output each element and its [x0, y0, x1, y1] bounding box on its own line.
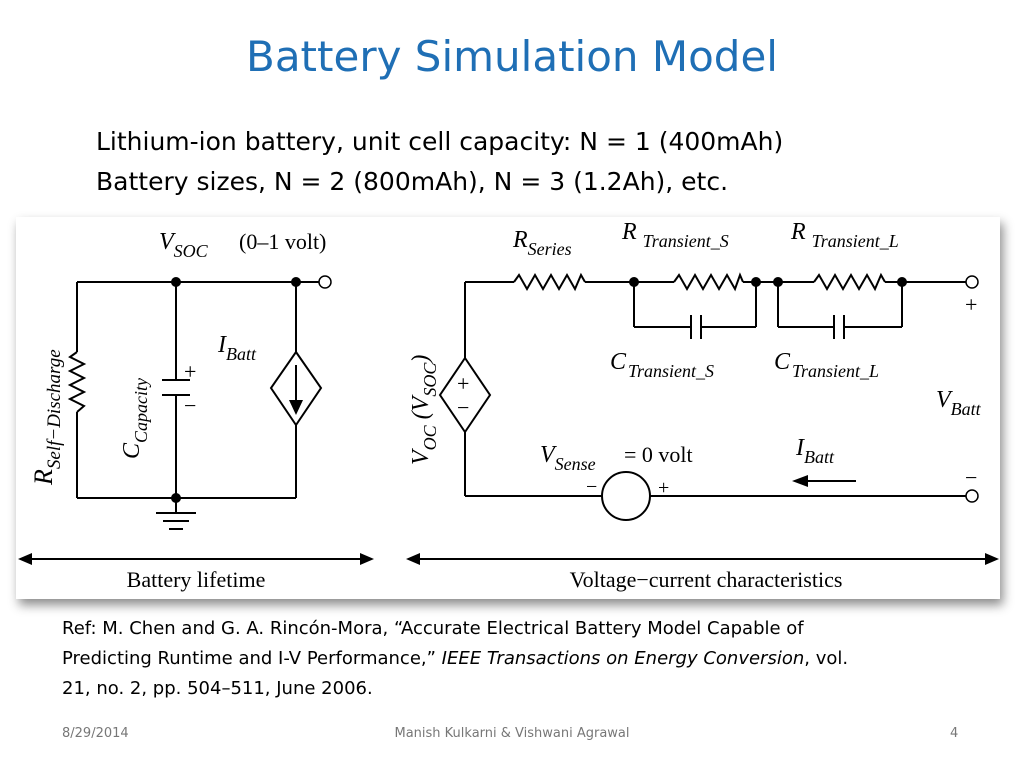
ibatt-label: IBatt	[795, 435, 835, 467]
voc-voltage-source	[438, 356, 492, 434]
lifetime-arrow-right	[360, 553, 374, 565]
voc-minus: −	[457, 395, 469, 420]
junction-dot	[171, 277, 181, 287]
transient-s-capacitor	[690, 315, 702, 339]
ibatt-arrowhead	[792, 475, 808, 487]
junction-dot	[773, 277, 783, 287]
junction-dot	[629, 277, 639, 287]
junction-dot	[171, 493, 181, 503]
vsense-plus: +	[658, 477, 669, 499]
capacity-capacitor	[162, 379, 190, 396]
series-resistor-label: RSeries	[512, 227, 572, 259]
reference-line-2: Predicting Runtime and I-V Performance,”…	[62, 644, 982, 674]
vsense-minus: −	[586, 476, 597, 498]
series-resistor	[513, 272, 586, 292]
circuit-diagram: VSOC (0–1 volt) RSelf−Discharge CCapacit…	[18, 219, 999, 592]
terminal-plus: +	[965, 292, 977, 317]
left-circuit-wires	[76, 281, 319, 513]
footer-authors: Manish Kulkarni & Vishwani Agrawal	[394, 726, 630, 741]
self-discharge-resistor	[67, 351, 87, 413]
reference-line-2-start: Predicting Runtime and I-V Performance,”	[62, 648, 442, 669]
vsoc-label: VSOC	[159, 229, 209, 261]
vsense-source	[601, 471, 651, 521]
junction-dot	[897, 277, 907, 287]
capacitor-plus: +	[184, 359, 196, 384]
vbatt-label: VBatt	[936, 387, 982, 419]
vi-characteristics-caption: Voltage−current characteristics	[570, 567, 843, 592]
intro-text: Lithium-ion battery, unit cell capacity:…	[96, 122, 783, 202]
intro-line-2: Battery sizes, N = 2 (800mAh), N = 3 (1.…	[96, 167, 729, 196]
transient-l-capacitor	[833, 315, 845, 339]
battery-lifetime-caption: Battery lifetime	[127, 567, 266, 592]
vsense-label: VSense	[540, 442, 596, 474]
intro-line-1: Lithium-ion battery, unit cell capacity:…	[96, 127, 784, 156]
ibatt-source-label: IBatt	[217, 332, 257, 364]
reference-line-1: Ref: M. Chen and G. A. Rincón-Mora, “Acc…	[62, 618, 804, 639]
footer-date: 8/29/2014	[62, 726, 129, 741]
junction-dot	[751, 277, 761, 287]
current-source-arrowhead	[289, 400, 303, 415]
lifetime-arrow-left	[18, 553, 32, 565]
negative-terminal	[965, 489, 979, 503]
reference-line-3: 21, no. 2, pp. 504–511, June 2006.	[62, 678, 373, 699]
reference-citation: Ref: M. Chen and G. A. Rincón-Mora, “Acc…	[62, 614, 982, 704]
slide-title: Battery Simulation Model	[246, 32, 778, 81]
transient-s-resistor	[673, 272, 744, 292]
vsense-value: = 0 volt	[624, 442, 693, 467]
ground-symbol	[156, 512, 196, 530]
junction-dot	[291, 277, 301, 287]
capacitor-minus: −	[184, 393, 196, 418]
reference-line-2-end: , vol.	[804, 648, 849, 669]
vi-arrow-right	[985, 553, 999, 565]
vsoc-terminal	[318, 275, 332, 289]
vsoc-range-label: (0–1 volt)	[239, 229, 326, 254]
capacity-label: CCapacity	[119, 378, 151, 459]
footer-page-number: 4	[950, 726, 959, 741]
transient-l-resistor	[813, 272, 886, 292]
positive-terminal	[965, 275, 979, 289]
journal-title: IEEE Transactions on Energy Conversion	[441, 648, 805, 669]
current-source	[269, 350, 323, 427]
battery-model-figure: VSOC (0–1 volt) RSelf−Discharge CCapacit…	[16, 217, 1000, 599]
vi-arrow-left	[406, 553, 420, 565]
self-discharge-label: RSelf−Discharge	[29, 349, 65, 486]
voc-plus: +	[457, 371, 469, 396]
voc-label: VOC(VSOC)	[408, 355, 440, 465]
terminal-minus: −	[965, 465, 977, 490]
